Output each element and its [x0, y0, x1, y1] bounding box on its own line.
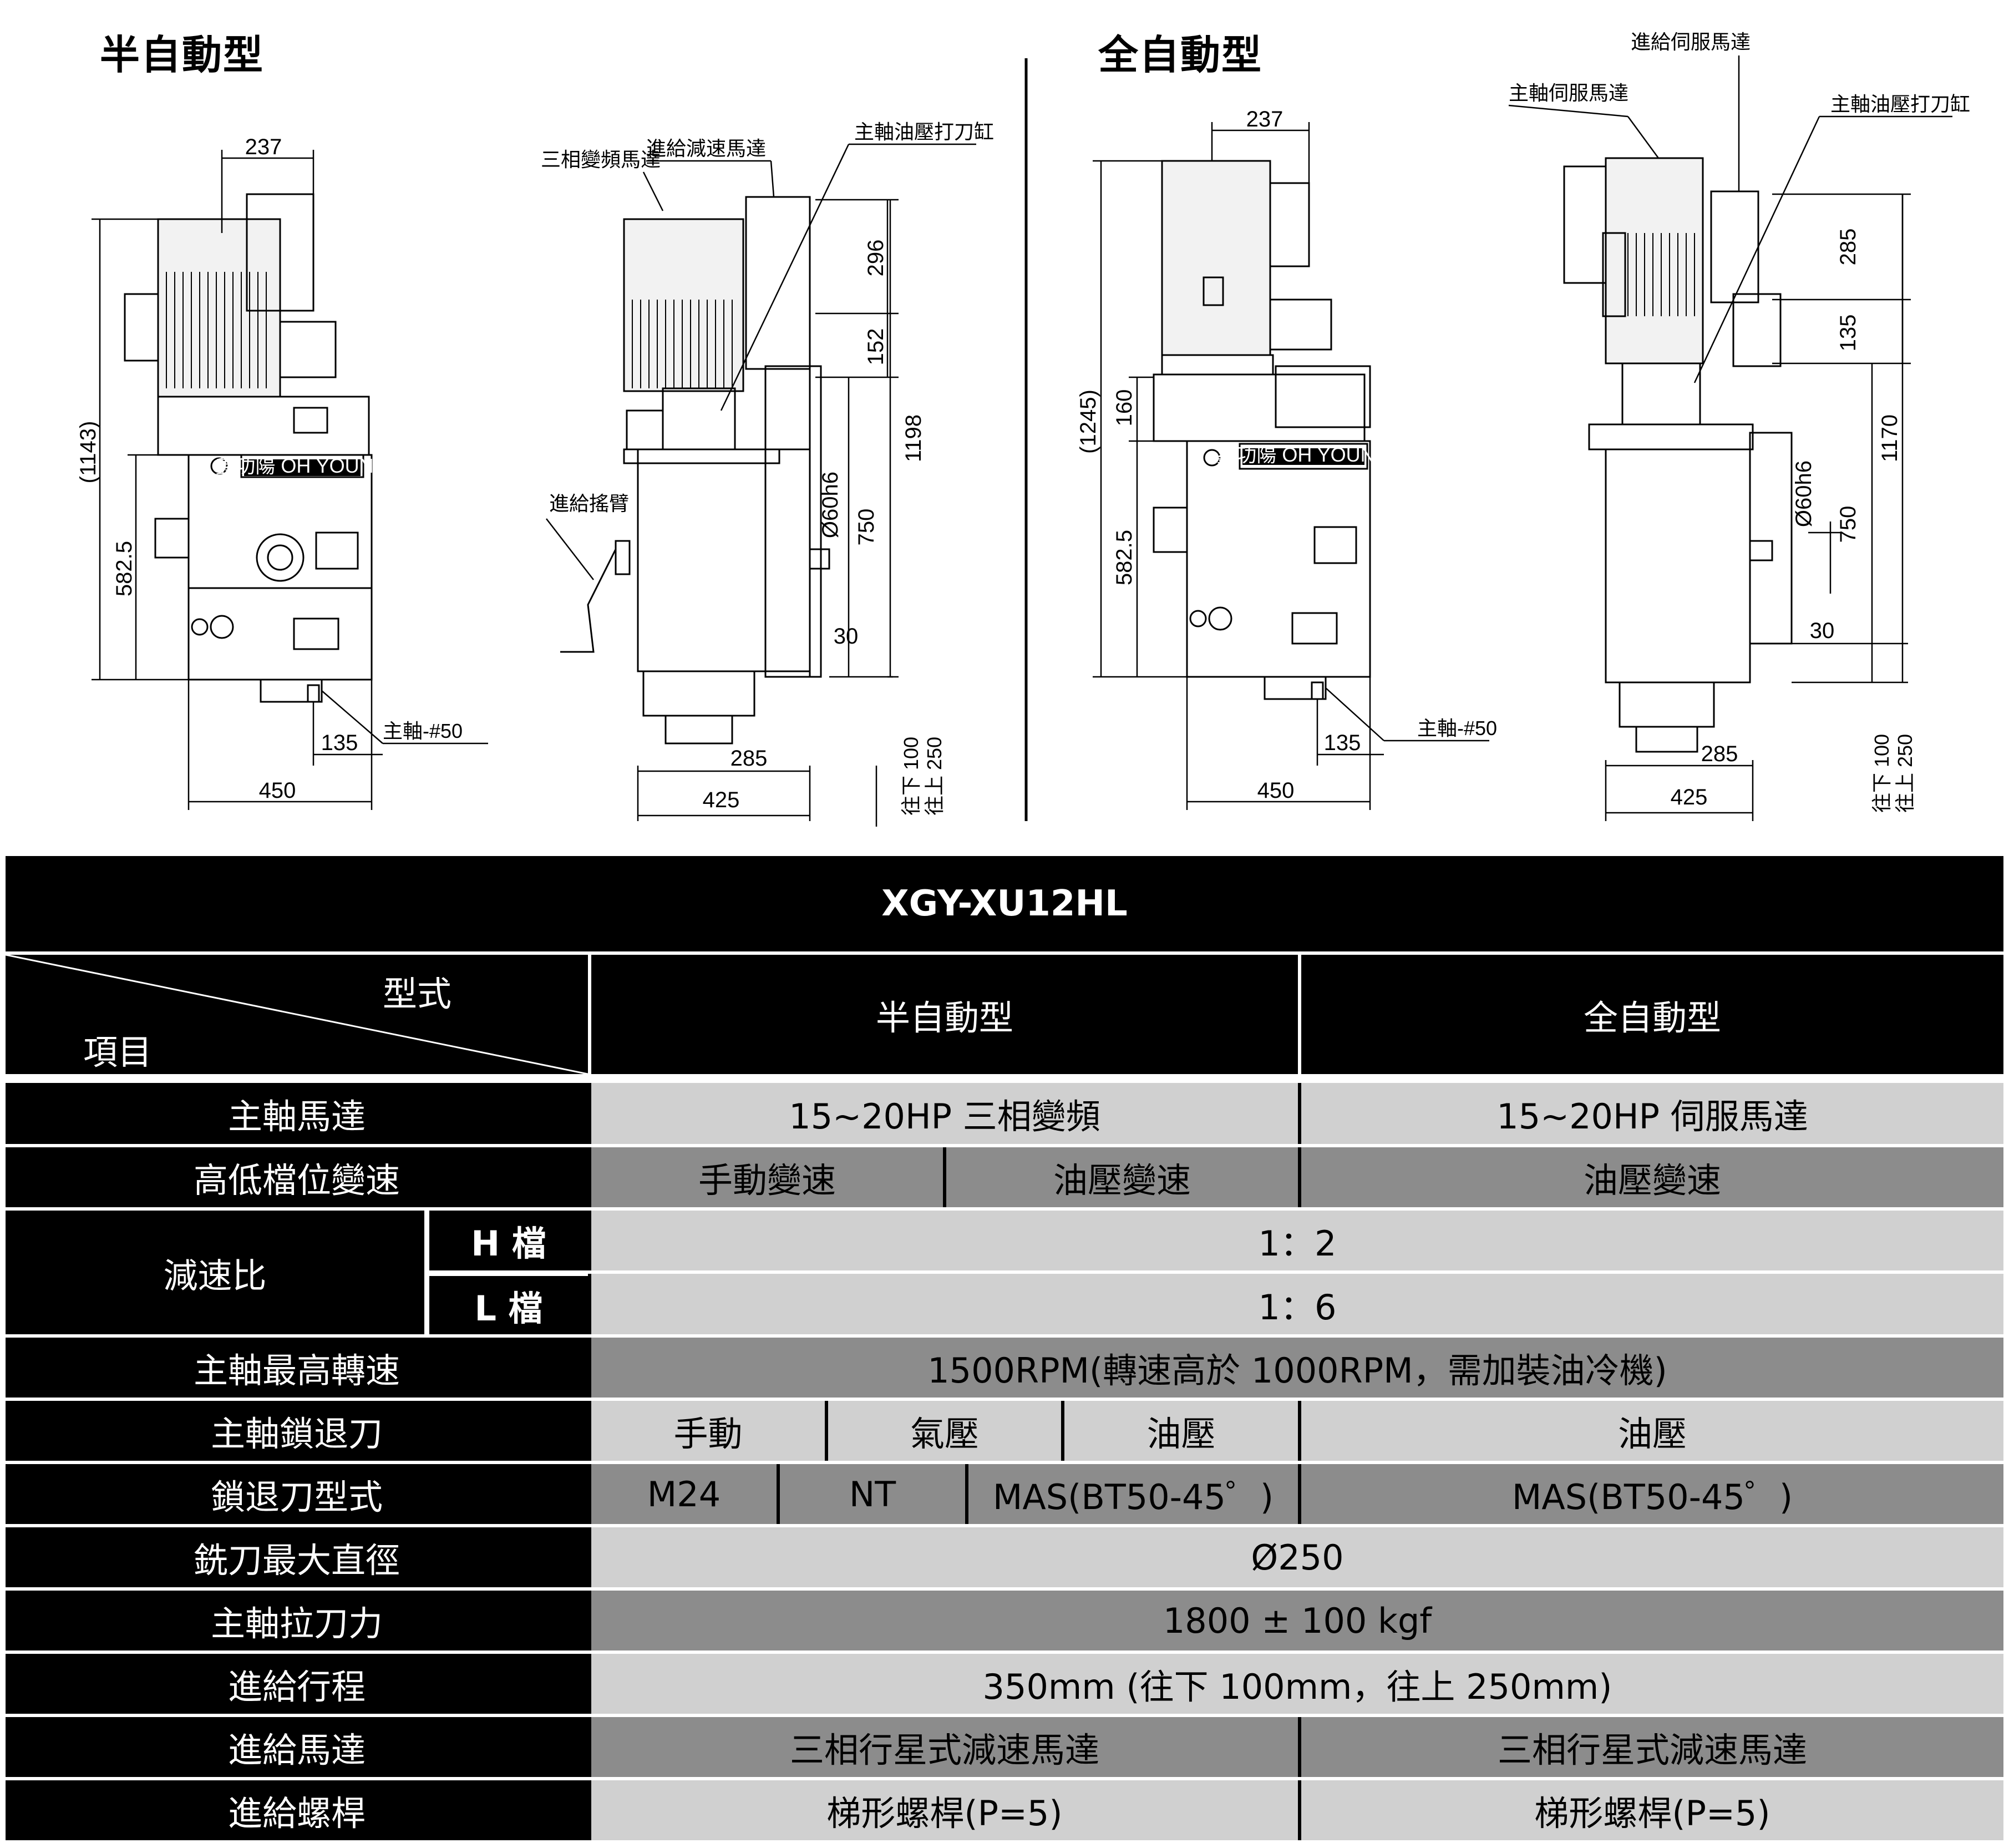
full-side-label-spindle-servo: 主軸伺服馬達 [1509, 82, 1628, 104]
semi-front-view: 鑫功陽 OH YOUNG 237 (1143) 582.5 135 450 主軸… [76, 135, 488, 810]
semi-front-dim-450: 450 [259, 778, 296, 803]
full-side-dim-1170: 1170 [1878, 414, 1902, 462]
row-gear-shift-semi-b: 油壓變速 [943, 1147, 1298, 1207]
row-cutter-dia-label: 銑刀最大直徑 [6, 1527, 588, 1587]
row-gear-shift-semi-a: 手動變速 [588, 1147, 943, 1207]
full-side-stroke-down: 往下 100 [1870, 734, 1893, 813]
semi-side-dim-1198: 1198 [901, 414, 926, 462]
row-feed-screw-label: 進給螺桿 [6, 1780, 588, 1840]
row-feed-screw-semi: 梯形螺桿(P=5) [588, 1780, 1298, 1840]
row-tool-release-semi-c: 油壓 [1061, 1401, 1298, 1461]
row-spindle-motor-full: 15~20HP 伺服馬達 [1298, 1083, 2003, 1144]
full-side-dim-285-top: 285 [1836, 229, 1860, 266]
row-tool-release-semi-a: 手動 [588, 1401, 825, 1461]
semi-front-dim-237: 237 [245, 135, 282, 159]
row-feed-screw-full: 梯形螺桿(P=5) [1298, 1780, 2003, 1840]
full-side-dim-dia: Ø60h6 [1792, 460, 1816, 527]
semi-side-stroke-up: 往上 250 [923, 737, 946, 816]
row-feed-motor-semi: 三相行星式減速馬達 [588, 1717, 1298, 1777]
row-feed-motor-full: 三相行星式減速馬達 [1298, 1717, 2003, 1777]
semi-front-dim-total: (1143) [76, 421, 100, 484]
row-release-type-semi-a: M24 [588, 1464, 777, 1524]
row-pull-force-label: 主軸拉刀力 [6, 1591, 588, 1650]
row-max-speed-label: 主軸最高轉速 [6, 1338, 588, 1398]
semi-side-label-vfd-motor: 三相變頻馬達 [541, 148, 661, 171]
full-side-dim-425: 425 [1671, 785, 1708, 809]
row-feed-motor-label: 進給馬達 [6, 1717, 588, 1777]
full-side-dim-750: 750 [1836, 506, 1860, 543]
semi-auto-title: 半自動型 [100, 32, 265, 78]
semi-side-label-hyd: 主軸油壓打刀缸 [854, 120, 994, 143]
row-gear-shift-full: 油壓變速 [1298, 1147, 2003, 1207]
row-reduction-l-value: 1：6 [588, 1274, 2003, 1334]
row-reduction-label: 減速比 [6, 1211, 424, 1334]
semi-side-dim-425: 425 [703, 788, 740, 812]
row-spindle-motor-semi: 15~20HP 三相變頻 [588, 1083, 1298, 1144]
row-release-type-label: 鎖退刀型式 [6, 1464, 588, 1524]
full-side-dim-135: 135 [1836, 315, 1860, 352]
semi-side-dim-750: 750 [854, 509, 879, 546]
full-side-stroke-up: 往上 250 [1894, 734, 1916, 813]
semi-front-spindle-label: 主軸-#50 [383, 720, 463, 742]
spec-table: XGY-XU12HL 型式 項目 半自動型 全自動型 主軸馬達 15~20HP … [6, 856, 2003, 1844]
row-tool-release-label: 主軸鎖退刀 [6, 1401, 588, 1461]
full-front-dim-450: 450 [1257, 778, 1295, 803]
full-front-dim-237: 237 [1246, 107, 1283, 131]
full-side-view: 進給伺服馬達 主軸伺服馬達 主軸油壓打刀缸 285 135 1170 750 Ø… [1508, 31, 1970, 821]
row-reduction-h-value: 1：2 [588, 1211, 2003, 1270]
semi-side-dim-dia: Ø60h6 [818, 472, 843, 538]
semi-front-dim-lower: 582.5 [112, 541, 136, 596]
semi-front-dim-135: 135 [321, 731, 358, 755]
row-reduction-h-label: H 檔 [427, 1211, 588, 1270]
full-front-dim-160: 160 [1112, 389, 1137, 427]
row-release-type-semi-c: MAS(BT50-45゜) [965, 1464, 1298, 1524]
full-front-dim-135: 135 [1324, 731, 1361, 755]
semi-side-view: 進給減速馬達 三相變頻馬達 主軸油壓打刀缸 進給搖臂 296 152 1198 … [541, 120, 994, 827]
row-tool-release-full: 油壓 [1298, 1401, 2003, 1461]
full-front-view: 鑫功陽 OH YOUNG 237 (1245) 160 582.5 135 45… [1076, 107, 1497, 810]
row-pull-force-value: 1800 ± 100 kgf [588, 1591, 2003, 1650]
header-corner: 型式 項目 [6, 955, 588, 1074]
full-front-dim-total: (1245) [1076, 389, 1100, 454]
semi-side-dim-296: 296 [864, 240, 888, 277]
semi-side-label-handle: 進給搖臂 [549, 492, 629, 515]
full-auto-title: 全自動型 [1098, 32, 1263, 78]
semi-side-dim-30: 30 [834, 624, 859, 649]
full-side-label-hyd: 主軸油壓打刀缸 [1830, 93, 1970, 115]
header-item-label: 項目 [83, 1032, 153, 1072]
technical-drawings: 鑫功陽 OH YOUNG 237 (1143) 582.5 135 450 主軸… [76, 31, 1970, 827]
header-full: 全自動型 [1298, 955, 2003, 1074]
row-cutter-dia-value: Ø250 [588, 1527, 2003, 1587]
full-side-label-feed-servo: 進給伺服馬達 [1631, 31, 1751, 53]
semi-side-stroke-down: 往下 100 [900, 737, 922, 816]
header-diagonal [6, 955, 588, 1074]
semi-side-dim-285: 285 [730, 746, 768, 771]
row-max-speed-value: 1500RPM(轉速高於 1000RPM，需加裝油冷機) [588, 1338, 2003, 1398]
row-release-type-full: MAS(BT50-45゜) [1298, 1464, 2003, 1524]
full-front-brand: 鑫功陽 OH YOUNG [1216, 443, 1390, 466]
row-gear-shift-label: 高低檔位變速 [6, 1147, 588, 1207]
row-feed-stroke-value: 350mm (往下 100mm，往上 250mm) [588, 1654, 2003, 1714]
semi-side-dim-152: 152 [864, 328, 888, 366]
row-release-type-semi-b: NT [777, 1464, 965, 1524]
row-feed-stroke-label: 進給行程 [6, 1654, 588, 1714]
header-semi: 半自動型 [588, 955, 1298, 1074]
semi-front-brand: 鑫功陽 OH YOUNG [215, 454, 389, 477]
row-tool-release-semi-b: 氣壓 [825, 1401, 1061, 1461]
full-side-dim-30: 30 [1810, 619, 1835, 643]
row-spindle-motor-label: 主軸馬達 [6, 1083, 588, 1144]
semi-side-label-feed-motor: 進給減速馬達 [646, 137, 766, 160]
header-type-label: 型式 [383, 974, 452, 1014]
model-title: XGY-XU12HL [6, 856, 2003, 951]
full-front-dim-lower: 582.5 [1112, 530, 1137, 585]
full-side-dim-285: 285 [1701, 742, 1738, 766]
full-front-spindle-label: 主軸-#50 [1417, 717, 1497, 740]
row-reduction-l-label: L 檔 [427, 1274, 588, 1334]
